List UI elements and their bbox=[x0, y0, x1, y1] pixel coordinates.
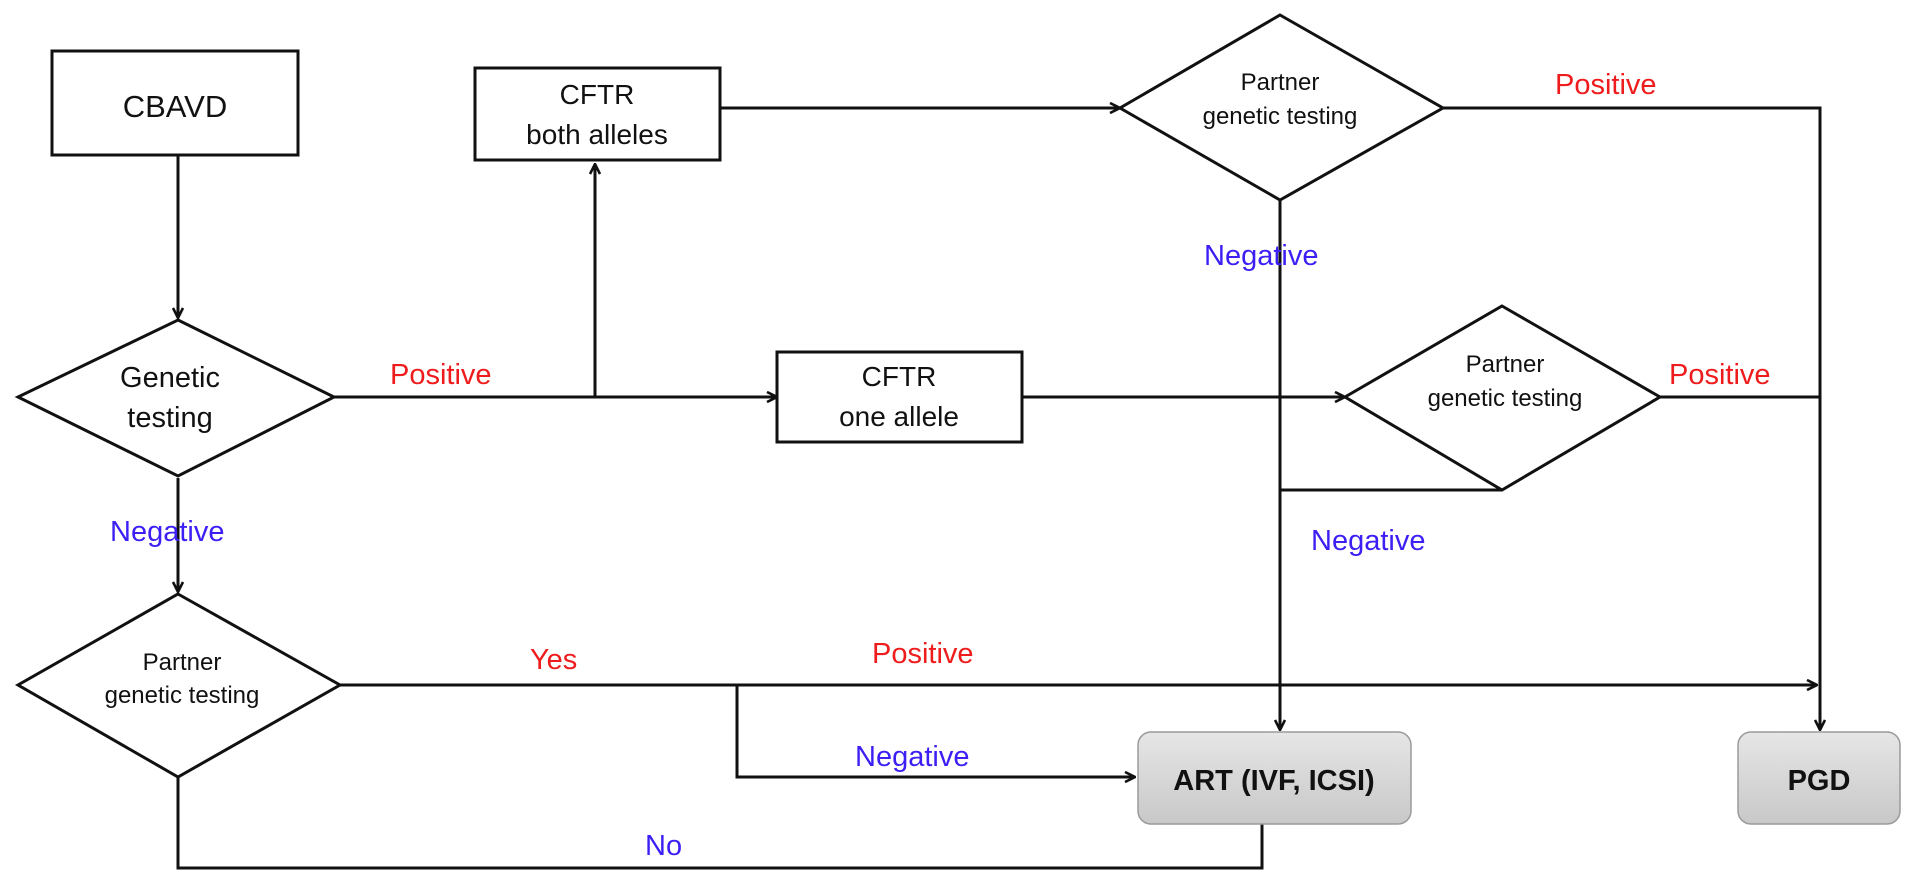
node-cbavd: CBAVD bbox=[50, 49, 300, 157]
label-positive-partner-mid: Positive bbox=[1669, 359, 1771, 391]
node-cftr-one-line2: one allele bbox=[839, 401, 959, 432]
label-negative-partner-top: Negative bbox=[1204, 240, 1318, 272]
node-cftr-both-line2: both alleles bbox=[526, 119, 668, 150]
edge-partner-bottom-negative bbox=[735, 685, 1135, 777]
node-cftr-both-alleles: CFTR both alleles bbox=[473, 66, 722, 162]
node-pgd-label: PGD bbox=[1788, 765, 1851, 797]
node-pgd: PGD bbox=[1737, 731, 1901, 825]
node-cftr-one-allele: CFTR one allele bbox=[775, 350, 1024, 444]
node-art: ART (IVF, ICSI) bbox=[1137, 731, 1412, 825]
label-positive-partner-bottom: Positive bbox=[872, 638, 974, 670]
node-cbavd-label: CBAVD bbox=[123, 89, 228, 124]
node-partner-top: Partner genetic testing bbox=[1117, 13, 1447, 202]
node-cftr-one-line1: CFTR bbox=[862, 361, 937, 392]
node-partner-bottom-line2: genetic testing bbox=[105, 682, 260, 709]
label-negative-genetic: Negative bbox=[110, 516, 224, 548]
label-negative-partner-bottom: Negative bbox=[855, 741, 969, 773]
label-no-partner-bottom: No bbox=[645, 830, 682, 862]
edge-partner-bottom-no bbox=[176, 777, 1264, 870]
node-partner-bottom-line1: Partner bbox=[143, 649, 222, 676]
connectors bbox=[176, 106, 1820, 870]
label-negative-partner-mid: Negative bbox=[1311, 525, 1425, 557]
label-positive-genetic: Positive bbox=[390, 359, 492, 391]
node-partner-mid-line2: genetic testing bbox=[1428, 385, 1583, 412]
node-partner-mid-line1: Partner bbox=[1466, 351, 1545, 378]
node-partner-bottom: Partner genetic testing bbox=[14, 592, 344, 779]
label-positive-partner-top: Positive bbox=[1555, 69, 1657, 101]
edge-partner-top-positive bbox=[1443, 106, 1820, 730]
node-genetic-line2: testing bbox=[127, 402, 212, 434]
node-art-label: ART (IVF, ICSI) bbox=[1173, 765, 1374, 797]
node-cftr-both-line1: CFTR bbox=[560, 79, 635, 110]
edge-labels: Positive Negative Positive Negative Posi… bbox=[110, 69, 1771, 862]
node-partner-top-line2: genetic testing bbox=[1203, 103, 1358, 130]
node-genetic-line1: Genetic bbox=[120, 362, 220, 394]
label-yes-partner-bottom: Yes bbox=[530, 644, 577, 676]
node-partner-top-line1: Partner bbox=[1241, 69, 1320, 96]
node-partner-mid: Partner genetic testing bbox=[1342, 304, 1663, 492]
node-genetic-testing: Genetic testing bbox=[14, 318, 338, 478]
